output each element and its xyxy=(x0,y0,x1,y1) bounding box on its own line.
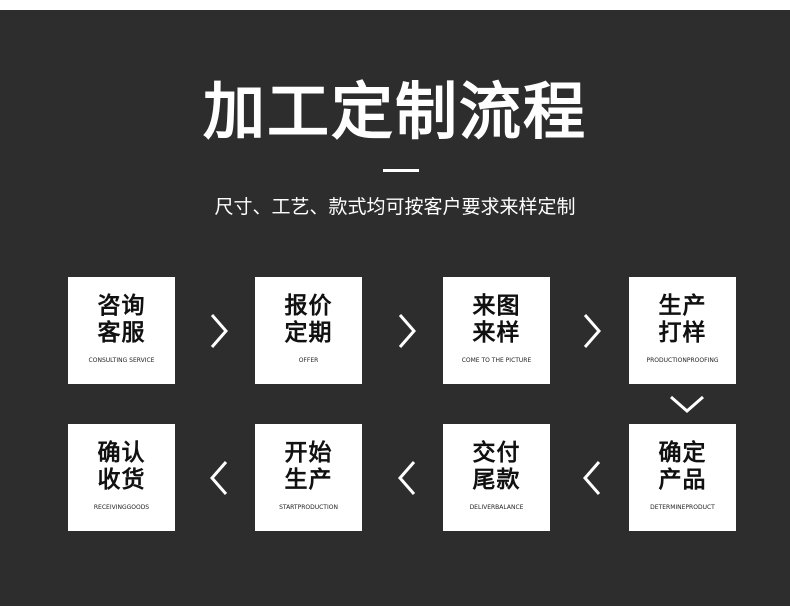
background-panel: 加工定制流程 尺寸、工艺、款式均可按客户要求来样定制 咨询 客服 CONSULT… xyxy=(0,10,790,606)
step-title-line2: 打样 xyxy=(658,320,707,346)
step-subtitle: CONSULTING SERVICE xyxy=(88,357,155,364)
step-title: 确定 产品 xyxy=(629,440,736,494)
chevron-left-icon xyxy=(392,458,422,498)
step-title-line1: 生产 xyxy=(658,293,707,319)
step-start-production: 开始 生产 STARTPRODUCTION xyxy=(255,424,362,531)
step-subtitle: DETERMINEPRODUCT xyxy=(650,504,715,511)
chevron-right-icon xyxy=(204,311,234,351)
step-offer: 报价 定期 OFFER xyxy=(255,277,362,384)
step-title-line1: 确定 xyxy=(658,440,707,466)
step-title: 咨询 客服 xyxy=(68,293,175,347)
step-determine-product: 确定 产品 DETERMINEPRODUCT xyxy=(629,424,736,531)
step-deliver-balance: 交付 尾款 DELIVERBALANCE xyxy=(443,424,550,531)
step-subtitle: RECEIVINGGOODS xyxy=(93,504,150,511)
step-receiving-goods: 确认 收货 RECEIVINGGOODS xyxy=(68,424,175,531)
step-title: 报价 定期 xyxy=(255,293,362,347)
step-title: 交付 尾款 xyxy=(443,440,550,494)
step-subtitle: PRODUCTIONPROOFING xyxy=(646,357,719,364)
step-title-line1: 确认 xyxy=(97,440,146,466)
step-subtitle: STARTPRODUCTION xyxy=(279,504,338,511)
step-consulting-service: 咨询 客服 CONSULTING SERVICE xyxy=(68,277,175,384)
step-title-line2: 定期 xyxy=(284,320,333,346)
step-title: 来图 来样 xyxy=(443,293,550,347)
step-title: 确认 收货 xyxy=(68,440,175,494)
step-title-line2: 生产 xyxy=(284,467,333,493)
step-production-proofing: 生产 打样 PRODUCTIONPROOFING xyxy=(629,277,736,384)
step-title: 开始 生产 xyxy=(255,440,362,494)
chevron-down-icon xyxy=(667,392,707,416)
title-divider xyxy=(383,169,419,172)
step-title-line2: 尾款 xyxy=(472,467,521,493)
step-subtitle: COME TO THE PICTURE xyxy=(461,357,532,364)
page-title: 加工定制流程 xyxy=(202,75,587,148)
step-title-line1: 咨询 xyxy=(97,293,146,319)
chevron-right-icon xyxy=(577,311,607,351)
step-title-line1: 开始 xyxy=(284,440,333,466)
step-title-line2: 产品 xyxy=(658,467,707,493)
step-subtitle: OFFER xyxy=(298,357,319,364)
step-title-line2: 客服 xyxy=(97,320,146,346)
step-title-line2: 来样 xyxy=(472,320,521,346)
step-title-line1: 来图 xyxy=(472,293,521,319)
chevron-right-icon xyxy=(392,311,422,351)
page-subtitle: 尺寸、工艺、款式均可按客户要求来样定制 xyxy=(214,196,576,218)
chevron-left-icon xyxy=(204,458,234,498)
chevron-left-icon xyxy=(577,458,607,498)
step-title-line2: 收货 xyxy=(97,467,146,493)
step-title-line1: 交付 xyxy=(472,440,521,466)
step-title-line1: 报价 xyxy=(284,293,333,319)
step-subtitle: DELIVERBALANCE xyxy=(469,504,524,511)
step-come-to-the-picture: 来图 来样 COME TO THE PICTURE xyxy=(443,277,550,384)
step-title: 生产 打样 xyxy=(629,293,736,347)
